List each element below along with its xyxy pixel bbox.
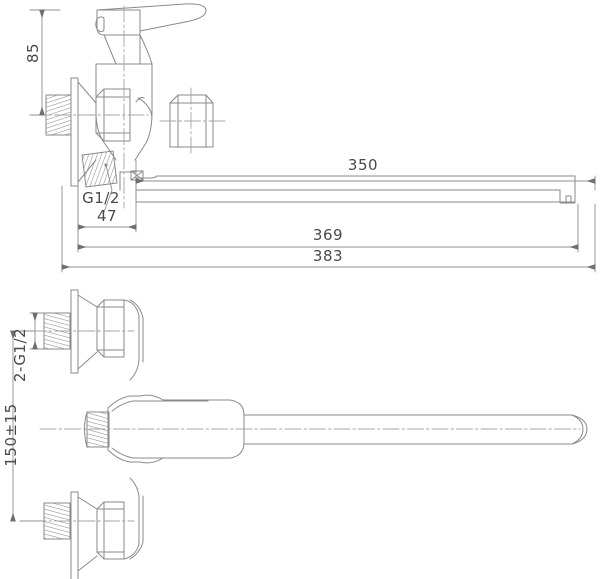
wall-escutcheon-plan-lower bbox=[70, 491, 98, 579]
body-riser-upper bbox=[123, 299, 140, 381]
dim-label-85: 85 bbox=[24, 43, 42, 63]
outlet-nipple-lower bbox=[81, 150, 118, 188]
wall-escutcheon-plan-upper bbox=[70, 289, 98, 374]
spout-tube-elevation bbox=[119, 171, 576, 203]
dim-label-g12: G1/2 bbox=[82, 189, 120, 207]
hex-nut-plan-upper bbox=[96, 299, 125, 358]
hex-nut-plan-lower bbox=[96, 501, 125, 560]
lever-handle bbox=[95, 3, 207, 65]
leader-g12-dot bbox=[104, 163, 108, 167]
plan-view bbox=[29, 289, 588, 579]
spout-tube-plan bbox=[243, 414, 588, 445]
hex-nut-upper bbox=[95, 88, 131, 142]
center-boss-plan bbox=[84, 411, 110, 448]
dimension-lines-plan bbox=[10, 312, 45, 522]
body-riser-upper-inner bbox=[129, 299, 144, 363]
elevation-view bbox=[29, 3, 576, 209]
dim-label-2-g12: 2-G1/2 bbox=[11, 328, 29, 382]
dim-label-383: 383 bbox=[313, 247, 343, 265]
dim-label-47: 47 bbox=[97, 207, 117, 225]
spout-aerator-outlet bbox=[559, 175, 576, 204]
body-riser-lower bbox=[123, 477, 140, 560]
pivot-cross-marker bbox=[130, 170, 144, 181]
center-lines-elevation bbox=[29, 5, 229, 209]
dimension-lines-elevation bbox=[29, 9, 596, 273]
dim-label-150-tol: 150±15 bbox=[2, 403, 20, 466]
center-lines-plan bbox=[29, 330, 581, 522]
body-riser-lower-inner bbox=[129, 495, 144, 560]
dimension-labels: 85 350 47 369 383 G1/2 2-G1/2 150±15 bbox=[2, 43, 378, 467]
leader-g12 bbox=[103, 164, 113, 213]
mixer-body-plan bbox=[107, 394, 245, 464]
dim-label-350: 350 bbox=[348, 156, 378, 174]
dim-label-369: 369 bbox=[313, 226, 343, 244]
